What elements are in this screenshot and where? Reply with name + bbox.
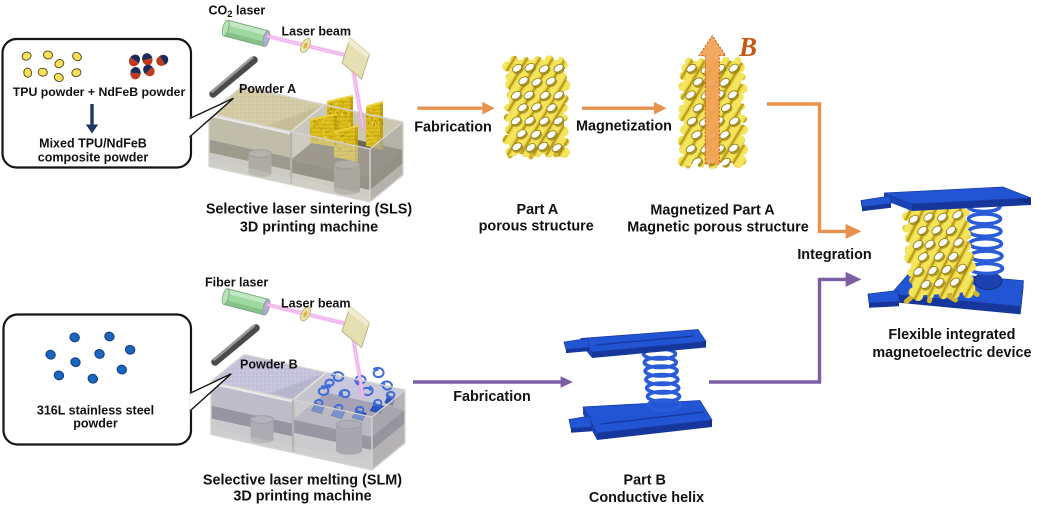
svg-text:Part A: Part A bbox=[516, 202, 558, 218]
svg-text:CO2 laser: CO2 laser bbox=[209, 4, 266, 20]
svg-text:Conductive helix: Conductive helix bbox=[589, 490, 704, 506]
svg-text:B: B bbox=[738, 32, 757, 62]
svg-text:Powder B: Powder B bbox=[240, 358, 298, 372]
svg-text:TPU powder + NdFeB powder: TPU powder + NdFeB powder bbox=[13, 85, 186, 99]
svg-text:Part B: Part B bbox=[624, 473, 666, 489]
svg-text:3D printing machine: 3D printing machine bbox=[240, 220, 378, 236]
svg-text:magnetoelectric device: magnetoelectric device bbox=[872, 345, 1031, 361]
svg-text:powder: powder bbox=[73, 417, 118, 431]
svg-text:Fabrication: Fabrication bbox=[414, 120, 492, 136]
svg-text:Selective laser melting (SLM): Selective laser melting (SLM) bbox=[203, 473, 402, 489]
svg-text:316L stainless steel: 316L stainless steel bbox=[37, 404, 154, 418]
svg-text:Laser beam: Laser beam bbox=[281, 297, 350, 311]
svg-text:Magnetized Part A: Magnetized Part A bbox=[650, 203, 775, 219]
svg-text:Fiber laser: Fiber laser bbox=[205, 276, 268, 290]
svg-text:Magnetization: Magnetization bbox=[576, 119, 672, 135]
svg-text:composite powder: composite powder bbox=[38, 151, 149, 165]
svg-text:Integration: Integration bbox=[797, 247, 871, 263]
svg-text:3D printing machine: 3D printing machine bbox=[233, 489, 371, 505]
svg-text:Fabrication: Fabrication bbox=[453, 389, 531, 405]
svg-text:Magnetic porous structure: Magnetic porous structure bbox=[627, 220, 809, 236]
svg-text:Laser beam: Laser beam bbox=[282, 25, 351, 39]
svg-text:Flexible integrated: Flexible integrated bbox=[888, 327, 1015, 343]
svg-text:Selective laser sintering (SLS: Selective laser sintering (SLS) bbox=[206, 202, 413, 218]
svg-text:Powder A: Powder A bbox=[239, 82, 296, 96]
svg-text:Mixed TPU/NdFeB: Mixed TPU/NdFeB bbox=[39, 137, 147, 151]
svg-text:porous structure: porous structure bbox=[479, 219, 594, 235]
